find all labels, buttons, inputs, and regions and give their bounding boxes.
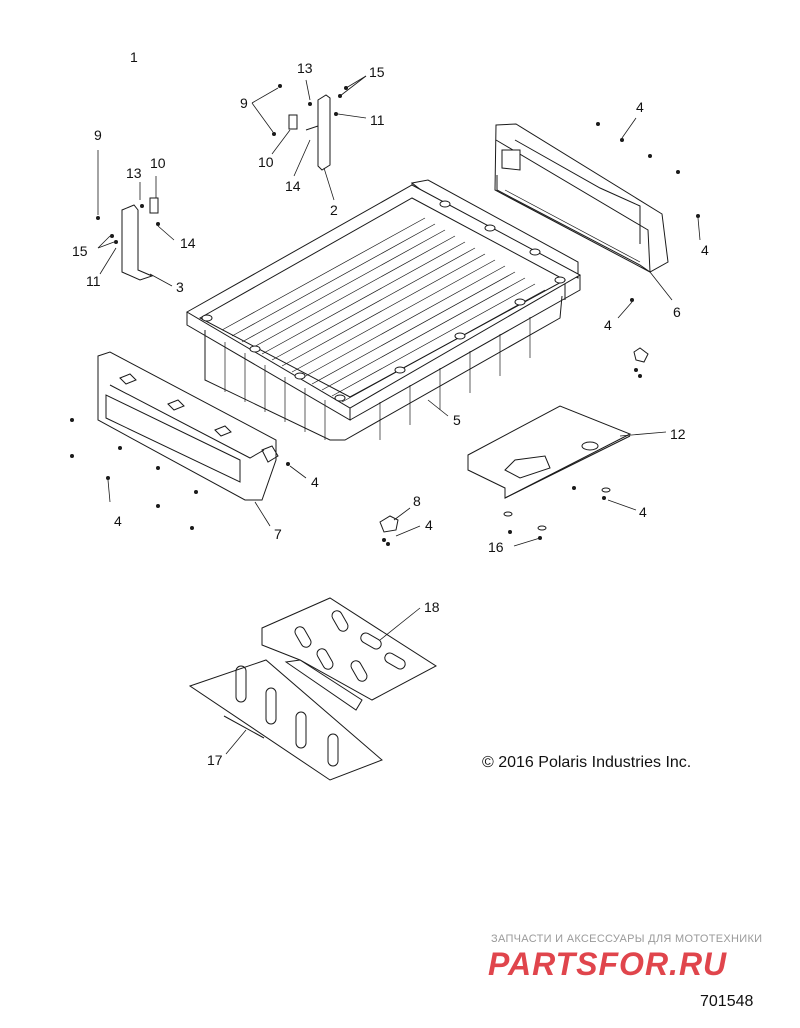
callout-6: 6 xyxy=(673,304,681,320)
small-bracket xyxy=(633,347,649,363)
callout-15: 15 xyxy=(369,64,385,80)
callout-13: 13 xyxy=(126,165,142,181)
floor-mat-17 xyxy=(188,659,383,781)
callout-4: 4 xyxy=(639,504,647,520)
callout-12: 12 xyxy=(670,426,686,442)
tailgate-panel xyxy=(494,123,669,273)
callout-7: 7 xyxy=(274,526,282,542)
callout-9: 9 xyxy=(240,95,248,111)
callout-4: 4 xyxy=(636,99,644,115)
callout-17: 17 xyxy=(207,752,223,768)
callout-13: 13 xyxy=(297,60,313,76)
callout-15: 15 xyxy=(72,243,88,259)
watermark-logo-label: PARTSFOR.RU xyxy=(488,948,727,980)
callout-10: 10 xyxy=(258,154,274,170)
bracket-2 xyxy=(288,94,331,171)
callout-14: 14 xyxy=(285,178,301,194)
callout-18: 18 xyxy=(424,599,440,615)
callout-4: 4 xyxy=(701,242,709,258)
callout-4: 4 xyxy=(425,517,433,533)
watermark-logo-text: PARTSFOR.RU xyxy=(488,948,727,980)
callout-2: 2 xyxy=(330,202,338,218)
callout-16: 16 xyxy=(488,539,504,555)
callout-9: 9 xyxy=(94,127,102,143)
callout-11: 11 xyxy=(370,112,385,128)
callout-14: 14 xyxy=(180,235,196,251)
callout-5: 5 xyxy=(453,412,461,428)
callout-4: 4 xyxy=(311,474,319,490)
bracket-3 xyxy=(121,197,159,281)
copyright-text: © 2016 Polaris Industries Inc. xyxy=(482,754,692,771)
front-panel xyxy=(97,351,279,501)
callout-3: 3 xyxy=(176,279,184,295)
fasteners xyxy=(70,84,700,546)
callout-8: 8 xyxy=(413,493,421,509)
washers xyxy=(503,487,611,531)
underbody-panel xyxy=(467,405,632,499)
callout-1: 1 xyxy=(130,49,138,65)
callout-4: 4 xyxy=(114,513,122,529)
callout-11: 11 xyxy=(86,273,101,289)
leader-lines xyxy=(97,75,701,755)
floor-mat-18 xyxy=(261,597,437,711)
callout-10: 10 xyxy=(150,155,166,171)
cargo-box xyxy=(185,179,582,441)
diagram-number: 701548 xyxy=(700,993,754,1010)
watermark-tagline: ЗАПЧАСТИ И АКСЕССУАРЫ ДЛЯ МОТОТЕХНИКИ xyxy=(491,933,763,945)
callout-4: 4 xyxy=(604,317,612,333)
bracket-8 xyxy=(379,515,399,533)
